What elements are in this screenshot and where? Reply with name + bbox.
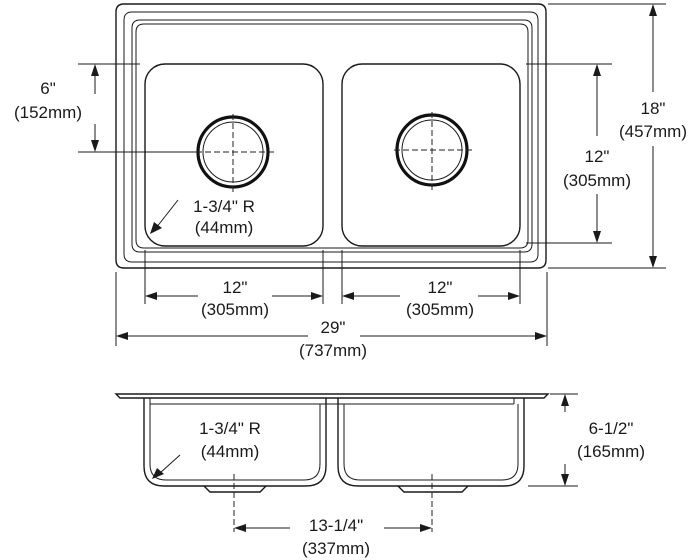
bowl-front-back-inch: 12": [585, 147, 610, 166]
side-left-drain: [203, 485, 267, 493]
bowl-front-back-mm: (305mm): [563, 171, 631, 190]
side-right-bowl: [337, 398, 525, 487]
bowl-depth-inch: 6-1/2": [589, 419, 634, 438]
right-bowl-outline: [341, 63, 521, 247]
left-bowl-width-mm: (305mm): [201, 300, 269, 319]
bowl-front-back-dimension: 12" (305mm): [526, 63, 631, 244]
side-rim: [114, 393, 550, 399]
sink-deck-edge-2: [135, 23, 529, 249]
right-drain: [394, 112, 472, 190]
bowl-depth-dimension: 6-1/2" (165mm): [528, 393, 645, 487]
side-corner-radius-callout: 1-3/4" R (44mm): [152, 419, 261, 479]
side-right-drain: [397, 485, 469, 493]
drain-offset-mm: (152mm): [14, 103, 82, 122]
top-corner-radius-inch: 1-3/4" R: [193, 197, 255, 216]
drain-spacing-inch: 13-1/4": [309, 516, 363, 535]
side-corner-radius-mm: (44mm): [201, 442, 260, 461]
sink-deck-edge: [131, 19, 533, 253]
side-left-bowl: [143, 398, 327, 487]
sink-rim-inner-edge: [123, 11, 539, 263]
left-drain: [196, 114, 275, 192]
side-view: 1-3/4" R (44mm) 6-1/2" (165mm) 13-1/4" (…: [114, 393, 645, 558]
drain-spacing-mm: (337mm): [302, 539, 370, 558]
overall-depth-mm: (457mm): [619, 122, 687, 141]
top-view: 6" (152mm) 1-3/4" R (44mm) 12" (305mm): [14, 3, 687, 360]
top-corner-radius-mm: (44mm): [195, 218, 254, 237]
bowl-width-dimensions: 12" (305mm) 12" (305mm): [144, 250, 521, 319]
right-bowl-width-inch: 12": [428, 278, 453, 297]
overall-width-mm: (737mm): [299, 341, 367, 360]
overall-width-dimension: 29" (737mm): [115, 272, 548, 360]
overall-depth-dimension: 18" (457mm): [548, 3, 687, 269]
drain-offset-dimension: 6" (152mm): [14, 63, 196, 153]
bowl-depth-mm: (165mm): [577, 442, 645, 461]
left-bowl-outline: [144, 63, 324, 247]
right-bowl-width-mm: (305mm): [406, 300, 474, 319]
top-corner-radius-callout: 1-3/4" R (44mm): [150, 197, 255, 237]
side-corner-radius-inch: 1-3/4" R: [199, 419, 261, 438]
overall-depth-inch: 18": [641, 99, 666, 118]
drain-offset-inch: 6": [40, 79, 56, 98]
overall-width-inch: 29": [321, 318, 346, 337]
left-bowl-width-inch: 12": [223, 278, 248, 297]
drain-spacing-dimension: 13-1/4" (337mm): [234, 516, 432, 558]
sink-outer-rim: [115, 3, 547, 269]
